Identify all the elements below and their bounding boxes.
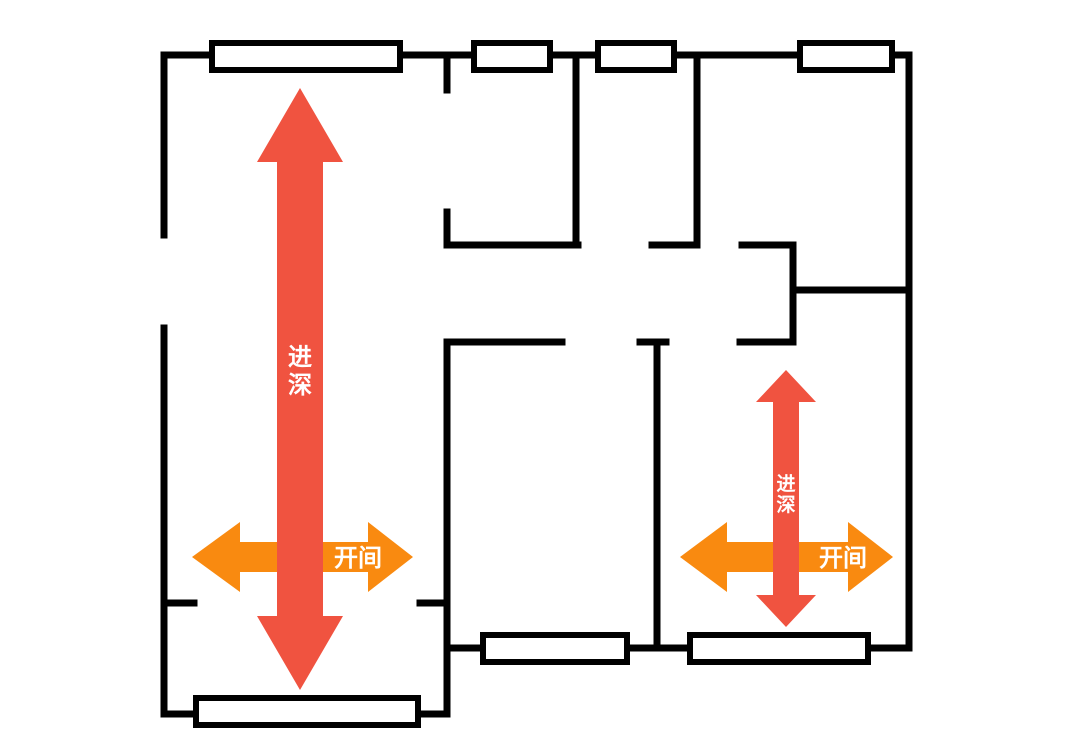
depth-arrow-small xyxy=(756,370,816,627)
wall-left-lower xyxy=(160,324,200,718)
wall-right xyxy=(864,51,913,652)
wall-left-upper xyxy=(160,51,216,239)
walls xyxy=(160,51,913,718)
depth-label-small-2: 深 xyxy=(776,493,795,516)
window-top-living xyxy=(209,40,403,73)
wall-bottom-left xyxy=(414,644,487,718)
wall-room2-left xyxy=(648,51,701,249)
window-top-bath xyxy=(471,40,553,73)
windows xyxy=(193,40,895,728)
window-bottom-mid xyxy=(480,632,630,665)
depth-label-large-2: 深 xyxy=(288,371,312,399)
depth-arrow-large xyxy=(257,88,343,690)
window-top-right xyxy=(797,40,895,73)
dimension-arrows-large-room: 进 深 开间 xyxy=(192,88,413,690)
wall-mid-room-top xyxy=(443,338,566,649)
window-top-room2 xyxy=(595,40,677,73)
width-label-large: 开间 xyxy=(334,544,382,572)
width-label-small: 开间 xyxy=(819,544,867,572)
wall-room2-right xyxy=(736,241,797,346)
depth-label-small-1: 进 xyxy=(776,473,795,495)
window-bottom-left xyxy=(193,695,421,728)
wall-bath-left-bottom xyxy=(443,208,582,249)
depth-label-large-1: 进 xyxy=(288,343,312,371)
window-bottom-right xyxy=(687,632,871,665)
dimension-arrows-small-room: 进 深 开间 xyxy=(680,370,893,627)
